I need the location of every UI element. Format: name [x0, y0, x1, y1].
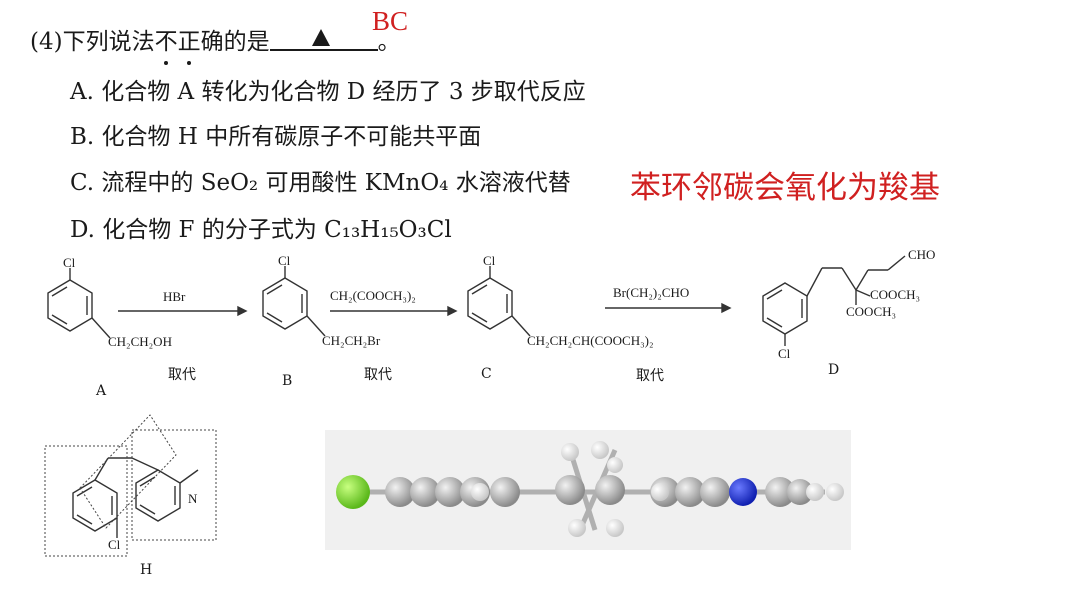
- compound-h-structure: [72, 457, 199, 538]
- option-c: C. 流程中的 SeO₂ 可用酸性 KMnO₄ 水溶液代替: [70, 170, 571, 196]
- chlorine-atom: [336, 475, 370, 509]
- label-c: C: [481, 366, 492, 382]
- c-cl: Cl: [483, 253, 496, 268]
- d-ester1: COOCH₃: [870, 287, 921, 302]
- question-prefix: (4)下列说法: [30, 29, 155, 55]
- arrow1-type: 取代: [168, 367, 196, 383]
- arrow2-reagent: CH₂(COOCH₃)₂: [330, 288, 416, 303]
- emphasis-char-2: 正: [178, 22, 201, 65]
- triangle-icon: [311, 29, 330, 46]
- label-b: B: [282, 373, 293, 389]
- benzene-ring-b: [262, 266, 326, 337]
- d-cl: Cl: [778, 346, 791, 361]
- h-n: N: [188, 491, 198, 506]
- option-b: B. 化合物 H 中所有碳原子不可能共平面: [70, 124, 482, 150]
- arrow3-reagent: Br(CH₂)₂CHO: [613, 285, 690, 300]
- question-end: 。: [377, 29, 401, 55]
- a-chain: CH₂CH₂OH: [108, 334, 172, 349]
- hydrogen-atoms: [471, 441, 844, 537]
- b-chain: CH₂CH₂Br: [322, 333, 381, 348]
- d-cho: CHO: [908, 247, 936, 262]
- benzene-ring-c: [467, 266, 531, 337]
- benzene-ring-d: [762, 255, 906, 346]
- plane-boxes: [44, 414, 217, 557]
- option-a: A. 化合物 A 转化为化合物 D 经历了 3 步取代反应: [70, 79, 586, 105]
- option-d: D. 化合物 F 的分子式为 C₁₃H₁₅O₃Cl: [70, 217, 452, 243]
- arrow3-type: 取代: [636, 368, 664, 384]
- d-ester2: COOCH₃: [846, 304, 897, 319]
- emphasis-char-1: 不: [155, 22, 178, 65]
- benzene-ring-a: [47, 268, 111, 339]
- arrow2-type: 取代: [364, 367, 392, 383]
- answer-blank: [269, 27, 378, 51]
- arrow1-reagent: HBr: [163, 289, 186, 304]
- handwritten-answer: BC: [372, 6, 409, 36]
- h-cl: Cl: [108, 537, 121, 552]
- label-d: D: [828, 362, 840, 378]
- nitrogen-atom: [729, 478, 757, 506]
- question-suffix: 确的是: [200, 29, 270, 55]
- question-line: (4)下列说法不正确的是 。: [30, 22, 401, 65]
- molecule-3d-model: [325, 430, 851, 550]
- label-a: A: [96, 383, 107, 399]
- teacher-note: 苯环邻碳会氧化为羧基: [630, 170, 940, 206]
- label-h: H: [140, 562, 153, 578]
- c-chain: CH₂CH₂CH(COOCH₃)₂: [527, 333, 654, 348]
- b-cl: Cl: [278, 253, 291, 268]
- a-cl: Cl: [63, 255, 76, 270]
